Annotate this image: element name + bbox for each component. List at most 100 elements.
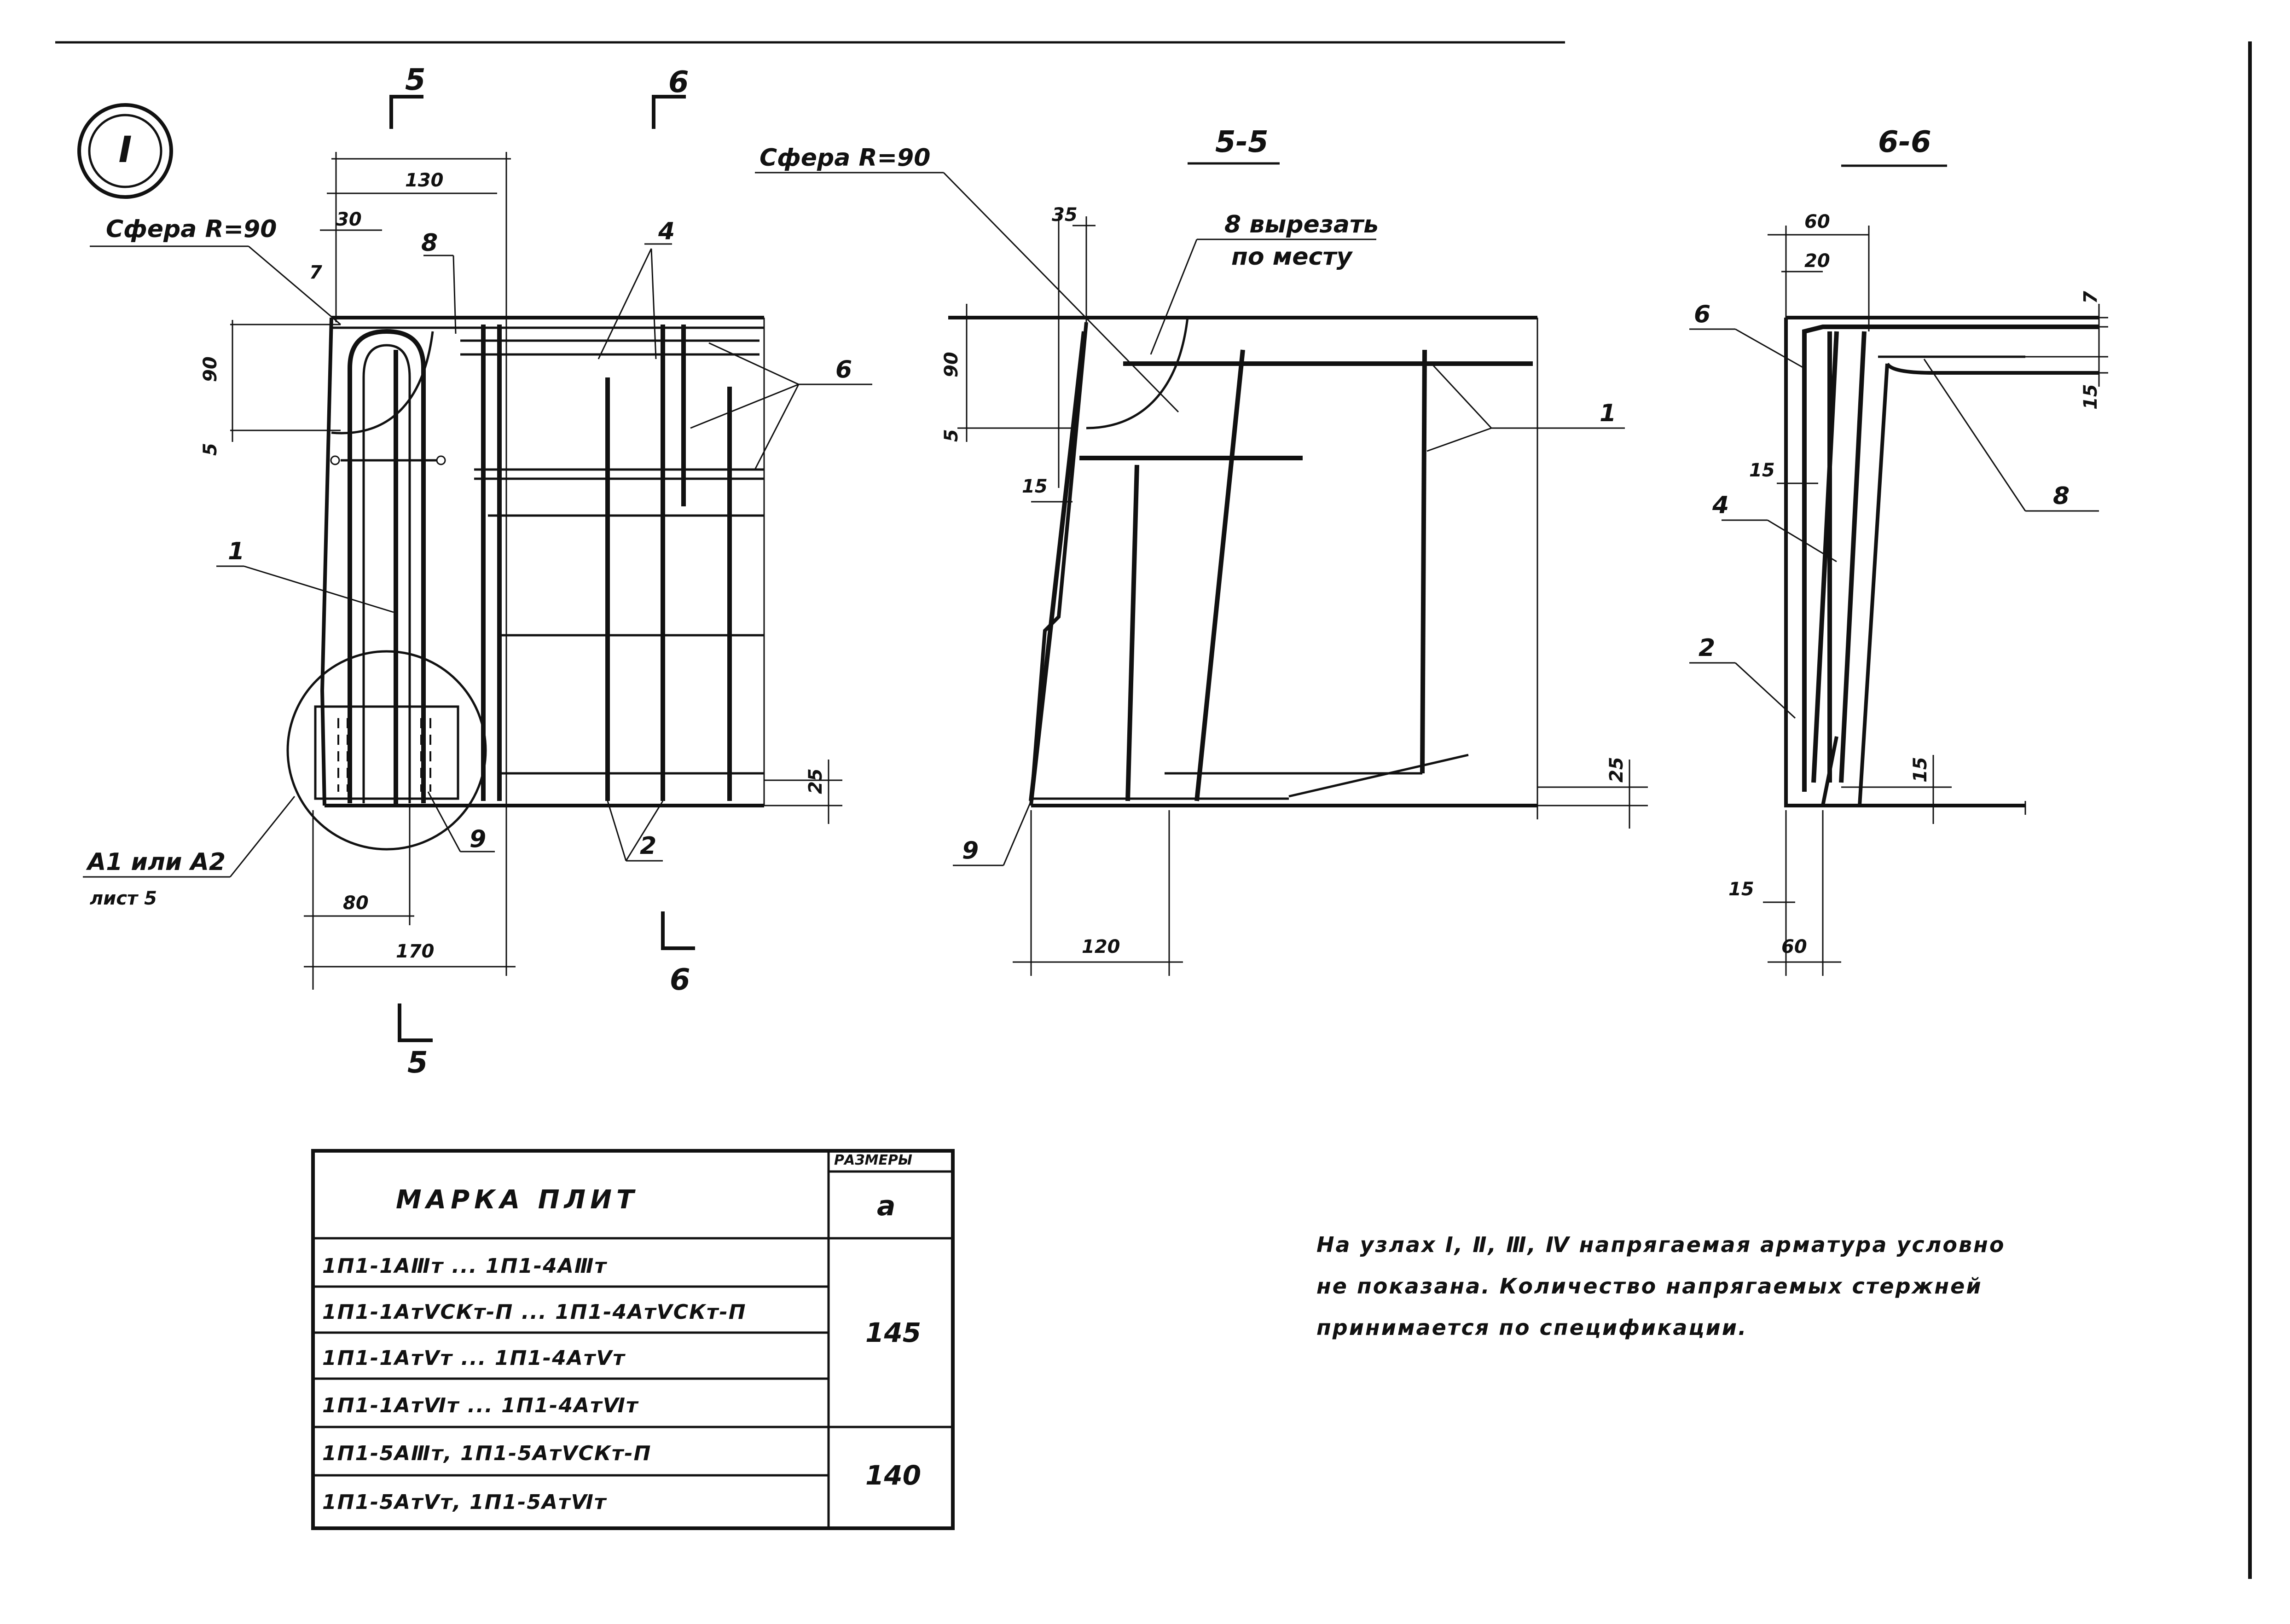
cut-mark-5-top [389, 95, 423, 129]
cut-mark-6-top [652, 95, 686, 129]
cut-mark-5-bottom [398, 1003, 433, 1042]
dim-text: 25 [805, 768, 826, 794]
dim-text: 5 [941, 429, 962, 442]
cut-mark-label: 5 [405, 63, 426, 97]
node-marker-label: I [118, 129, 132, 171]
leader-line [607, 800, 627, 861]
leader-line [1431, 363, 1492, 429]
callout-number: 8 [421, 229, 438, 257]
sphere-recess [1086, 317, 1189, 429]
reference-label: А1 или А2 [86, 848, 226, 876]
table-value: 145 [865, 1317, 921, 1348]
general-note: На узлах Ⅰ, Ⅱ, Ⅲ, Ⅳ напрягаемая арматура… [1316, 1232, 2005, 1340]
dim-text: 7 [2080, 291, 2101, 304]
leader-line [1426, 427, 1492, 452]
u-bar-inner [362, 344, 411, 803]
leader-line [690, 383, 799, 429]
leader-line [650, 248, 657, 360]
table-row: 1П1-1АтⅥт ... 1П1-4АтⅥт [322, 1394, 639, 1417]
cut-mark-label: 5 [407, 1046, 428, 1080]
dim-text: 120 [1082, 936, 1120, 957]
callout-number: 8 [2053, 482, 2070, 510]
section-5-5: 5-5 Сфера R=90 8 вырезать по месту 35 90… [755, 125, 1648, 976]
cut-note: 8 вырезать [1224, 211, 1379, 238]
section-6-6: 6-6 60 20 7 15 15 15 15 [1689, 125, 2108, 976]
bottom-bar [1288, 754, 1469, 798]
cut-note: по месту [1231, 243, 1353, 271]
dim-text: 7 [309, 262, 322, 283]
rib-bar [1029, 331, 1086, 801]
cut-mark-6-bottom [661, 911, 695, 950]
leader-line [1734, 662, 1796, 719]
leader-line [754, 384, 800, 470]
dim-text: 60 [1781, 936, 1807, 957]
section-title: 5-5 [1215, 125, 1269, 159]
table-value: 140 [865, 1460, 921, 1491]
node-marker-inner [88, 114, 162, 188]
callout-number: 2 [1699, 634, 1715, 662]
leader-line [1923, 359, 2026, 511]
leader-line [625, 800, 664, 861]
dim-text: 15 [1910, 757, 1931, 783]
bar-section [330, 455, 340, 465]
leader-line [1767, 519, 1837, 563]
vertical-bar [1420, 349, 1427, 774]
inclined-bar [1194, 349, 1245, 801]
note-line: принимается по спецификации. [1316, 1315, 1747, 1340]
dim-text: 5 [200, 443, 221, 456]
rib-bar [1802, 325, 2099, 792]
dim-text: 20 [1804, 250, 1830, 272]
dim-text: 170 [396, 941, 435, 962]
marks-table: МАРКА ПЛИТ РАЗМЕРЫ a 1П1-1АⅢт ... 1П1-4А… [311, 1149, 955, 1530]
slab-bottom-edge [1885, 362, 2099, 375]
table-header-sizes: РАЗМЕРЫ [834, 1152, 912, 1168]
callout-number: 1 [1600, 400, 1616, 427]
vertical-bar [1811, 331, 1839, 783]
callout-number: 6 [1694, 301, 1710, 328]
anchor-plate [314, 705, 459, 800]
cut-mark-label: 6 [668, 65, 689, 99]
cut-mark-label: 6 [670, 963, 690, 997]
dim-text: 15 [1749, 460, 1775, 481]
leader-line [452, 255, 457, 334]
callout-number: 1 [228, 538, 244, 565]
callout-number: 4 [1712, 492, 1729, 519]
table-row: 1П1-5АⅢт, 1П1-5АтⅤСКт-П [322, 1442, 652, 1465]
leader-line [1150, 239, 1198, 355]
callout-number: 6 [835, 356, 852, 383]
table-row: 1П1-5АтⅤт, 1П1-5АтⅥт [322, 1491, 607, 1514]
dim-text: 25 [1606, 757, 1627, 783]
dim-text: 90 [941, 352, 962, 377]
callout-number: 9 [962, 837, 979, 864]
u-bar [348, 329, 426, 803]
sphere-label: Сфера R=90 [106, 215, 277, 243]
leader-line [708, 342, 799, 385]
leader-line [427, 791, 461, 852]
leader-line [1735, 328, 1805, 369]
dim-text: 30 [336, 209, 362, 230]
dim-text: 15 [1022, 476, 1048, 497]
section-title: 6-6 [1878, 125, 1931, 159]
dim-text: 90 [200, 356, 221, 382]
reference-sheet: лист 5 [90, 888, 157, 909]
note-line: На узлах Ⅰ, Ⅱ, Ⅲ, Ⅳ напрягаемая арматура… [1316, 1232, 2005, 1257]
callout-number: 2 [640, 832, 656, 860]
note-line: не показана. Количество напрягаемых стер… [1316, 1274, 1983, 1299]
dim-text: 15 [1728, 879, 1754, 900]
callout-number: 4 [658, 218, 675, 245]
table-header-mark: МАРКА ПЛИТ [396, 1185, 638, 1215]
dim-text: 130 [405, 170, 444, 191]
table-row: 1П1-1АтⅤСКт-П ... 1П1-4АтⅤСКт-П [322, 1300, 747, 1324]
leader-line [248, 245, 341, 325]
reference-circle [286, 650, 487, 851]
dim-text: 80 [343, 893, 369, 914]
rib-outline-left [320, 317, 333, 806]
node-marker-outer [77, 103, 173, 199]
vertical-bar [1125, 464, 1139, 801]
vertical-bar [1839, 331, 1867, 783]
table-frame [311, 1149, 955, 1530]
node-detail: I 5 6 6 5 130 30 7 90 5 Сфера [77, 63, 872, 1080]
rib-outline-right [1858, 363, 1889, 806]
leader-line [597, 248, 652, 360]
table-row: 1П1-1АтⅤт ... 1П1-4АтⅤт [322, 1346, 626, 1370]
